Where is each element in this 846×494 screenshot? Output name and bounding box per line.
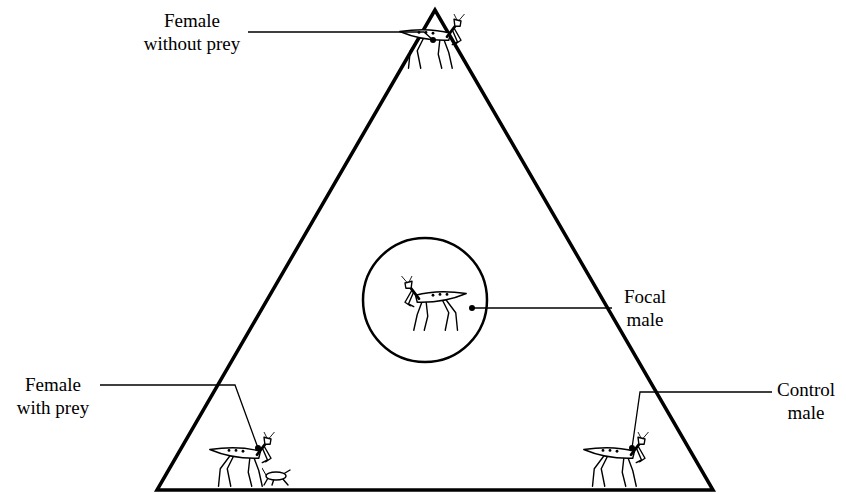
leader-dots: [255, 37, 635, 451]
callout-label: Female without prey: [137, 9, 247, 55]
prey-insect: [262, 468, 290, 485]
callout-label: Focal male: [613, 285, 677, 331]
female-mantis: [400, 14, 465, 68]
focal-male-mantis: [402, 276, 467, 330]
callout-label: Control male: [770, 378, 842, 424]
arena-triangle: [157, 10, 713, 490]
female-mantis: [210, 432, 275, 486]
control-male-mantis: [584, 432, 649, 486]
leader-lines: [100, 32, 772, 448]
release-circle: [363, 238, 487, 362]
callout-label: Female with prey: [7, 373, 99, 419]
